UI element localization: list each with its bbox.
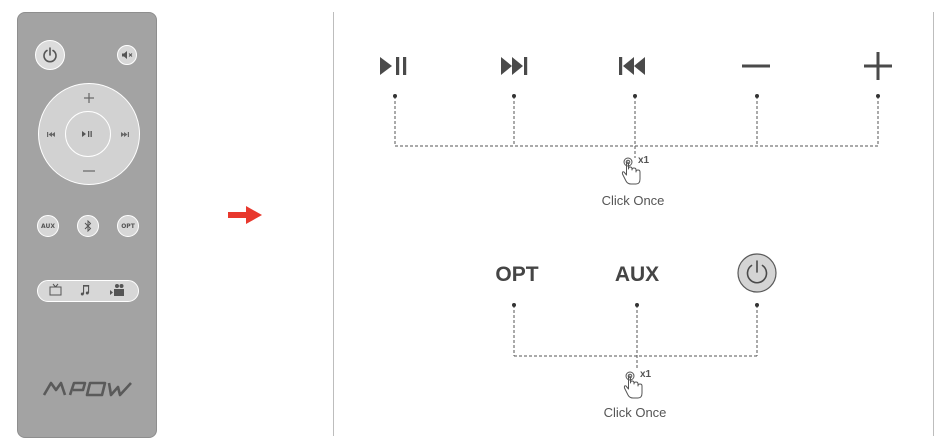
tap-count: x1 [640, 369, 652, 380]
tap-hand-icon [621, 157, 641, 185]
tap-count: x1 [638, 155, 650, 166]
play-pause-icon [82, 131, 92, 137]
previous-track-icon [619, 57, 645, 75]
remote-opt-button: OPT [117, 215, 139, 237]
click-once-caption: Click Once [603, 405, 667, 420]
remote-power-button [35, 40, 65, 70]
tap-hand-icon [623, 371, 643, 399]
power-icon [43, 47, 57, 63]
mute-icon [122, 51, 133, 59]
right-divider [933, 12, 934, 436]
mode-icons [49, 283, 124, 296]
volume-up-icon [864, 52, 892, 80]
remote-previous-icon [47, 132, 55, 137]
remote-play-pause-button [65, 111, 111, 157]
left-divider [333, 12, 334, 436]
movie-icon [110, 284, 124, 296]
remote-control: AUX OPT [17, 12, 157, 438]
play-pause-icon [380, 57, 407, 75]
remote-next-icon [121, 132, 129, 137]
remote-dpad-icons [47, 93, 129, 172]
opt-label: OPT [495, 263, 539, 286]
next-track-icon [501, 57, 528, 75]
volume-down-icon [742, 64, 770, 68]
remote-mode-buttons [37, 280, 139, 302]
tv-icon [49, 283, 62, 296]
bluetooth-icon [84, 220, 92, 232]
red-arrow-icon [228, 206, 262, 224]
aux-label: AUX [614, 263, 660, 286]
music-icon [80, 285, 90, 296]
remote-mute-button [117, 45, 137, 65]
mpow-logo [42, 381, 132, 397]
remote-bluetooth-button [77, 215, 99, 237]
power-button-icon [737, 253, 777, 293]
click-once-caption: Click Once [601, 193, 665, 208]
remote-aux-button: AUX [37, 215, 59, 237]
